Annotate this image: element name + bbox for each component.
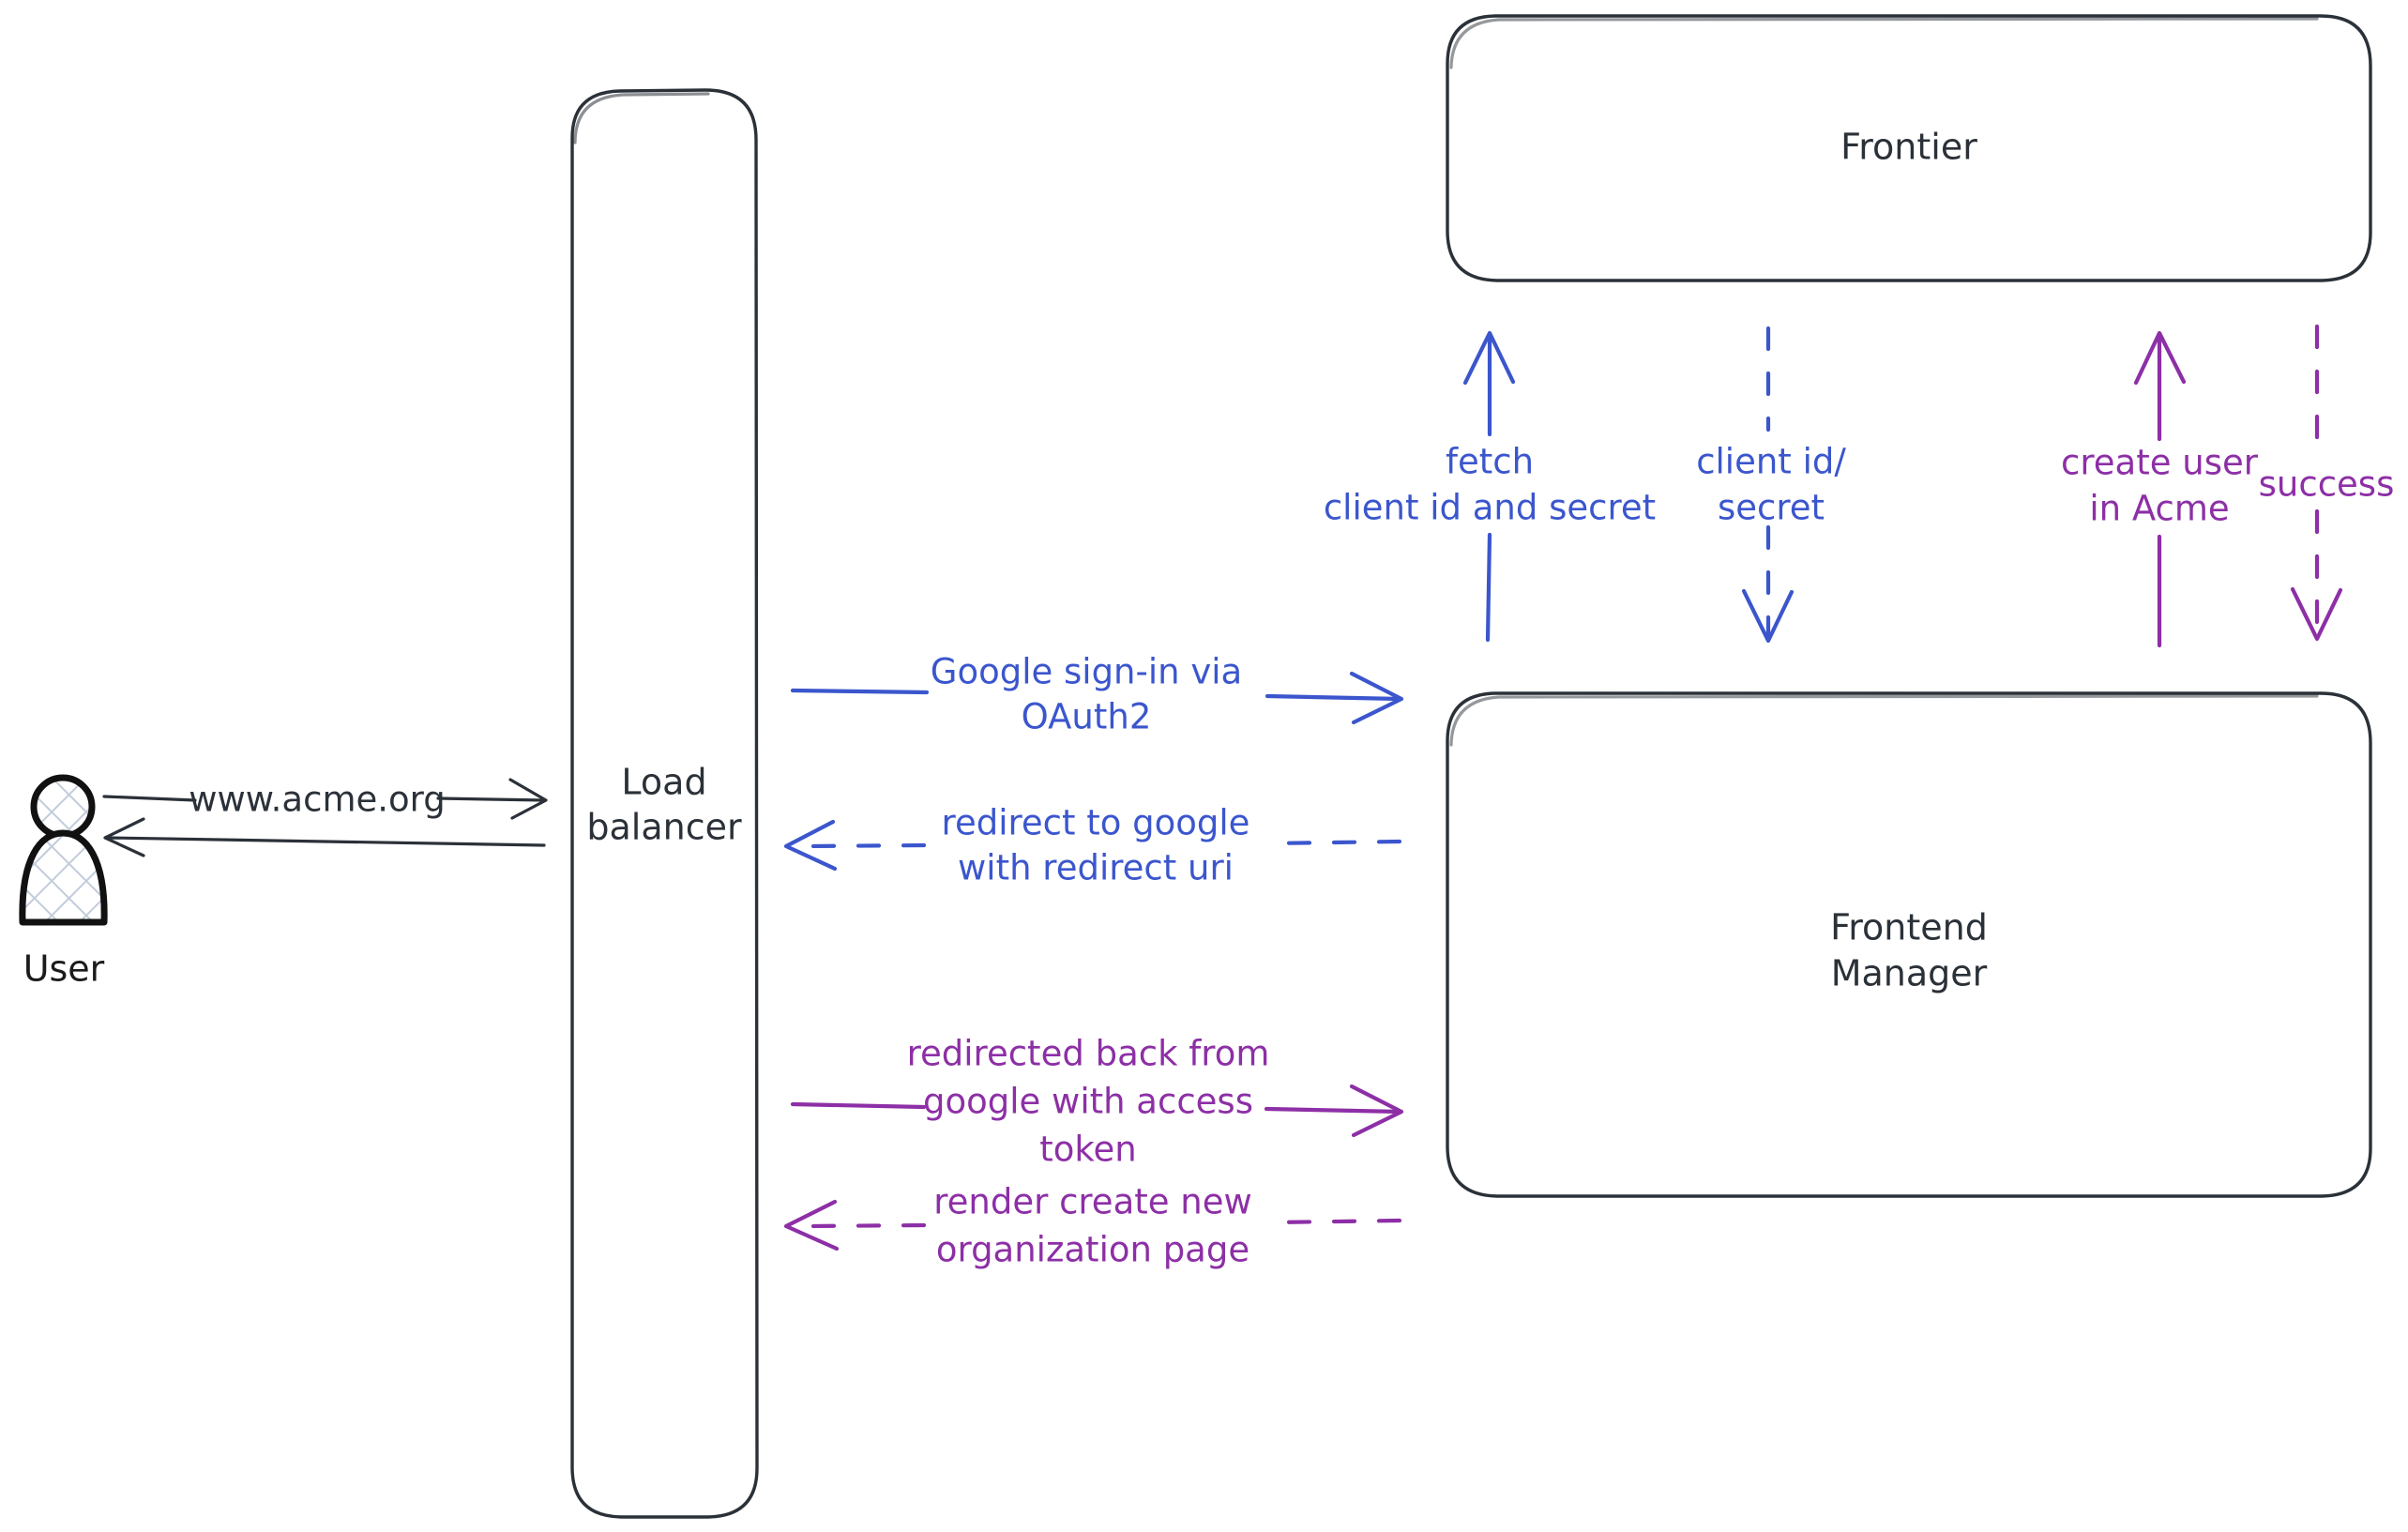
edge-success-label: success bbox=[2259, 464, 2395, 505]
edge-fetch-client-id-secret[interactable]: fetch client id and secret bbox=[1324, 330, 1656, 643]
edge-token-label-line2: google with access bbox=[923, 1082, 1253, 1122]
edge-create-user-label-line1: create user bbox=[2061, 443, 2259, 483]
edge-create-user-label-line2: in Acme bbox=[2089, 489, 2229, 529]
load-balancer-label-line1: Load bbox=[621, 762, 706, 803]
edge-google-signin-label-line1: Google sign-in via bbox=[931, 652, 1242, 692]
edge-render-create-organization[interactable]: render create new organization page bbox=[783, 1182, 1402, 1270]
frontend-manager-label-line1: Frontend bbox=[1830, 907, 1988, 948]
edge-redirected-back-with-token[interactable]: redirected back from google with access … bbox=[790, 1034, 1404, 1170]
edge-token-label-line1: redirected back from bbox=[907, 1034, 1270, 1074]
edge-google-signin-label-line2: OAuth2 bbox=[1022, 697, 1152, 737]
edge-fetch-label-line2: client id and secret bbox=[1324, 488, 1656, 528]
edge-user-to-load-balancer-label: www.acme.org bbox=[189, 780, 445, 820]
edge-redirect-to-google-label-line1: redirect to google bbox=[942, 803, 1250, 843]
frontier-label: Frontier bbox=[1840, 127, 1977, 168]
edge-redirect-to-google[interactable]: redirect to google with redirect uri bbox=[783, 803, 1402, 888]
edge-create-user-in-acme[interactable]: create user in Acme bbox=[2061, 330, 2259, 648]
load-balancer-node[interactable]: Load balancer bbox=[570, 88, 759, 1519]
edge-success[interactable]: success bbox=[2259, 324, 2395, 642]
user-actor-label: User bbox=[23, 948, 105, 990]
frontend-manager-label-line2: Manager bbox=[1831, 953, 1988, 994]
edge-render-label-line1: render create new bbox=[933, 1182, 1252, 1222]
edge-google-signin[interactable]: Google sign-in via OAuth2 bbox=[790, 652, 1404, 737]
frontend-manager-node[interactable]: Frontend Manager bbox=[1446, 691, 2372, 1198]
edge-client-id-secret[interactable]: client id/ secret bbox=[1696, 326, 1846, 644]
edge-client-id-secret-label-line1: client id/ bbox=[1696, 442, 1846, 482]
edge-render-label-line2: organization page bbox=[936, 1230, 1249, 1270]
edge-fetch-label-line1: fetch bbox=[1446, 442, 1534, 482]
frontier-node[interactable]: Frontier bbox=[1446, 14, 2372, 282]
edge-load-balancer-to-user[interactable] bbox=[103, 817, 546, 857]
edge-user-to-load-balancer[interactable]: www.acme.org bbox=[102, 778, 548, 820]
edge-token-label-line3: token bbox=[1039, 1130, 1136, 1170]
user-actor[interactable]: User bbox=[19, 774, 108, 990]
load-balancer-label-line2: balancer bbox=[586, 807, 742, 848]
edge-redirect-to-google-label-line2: with redirect uri bbox=[958, 848, 1234, 888]
edge-client-id-secret-label-line2: secret bbox=[1718, 488, 1825, 528]
